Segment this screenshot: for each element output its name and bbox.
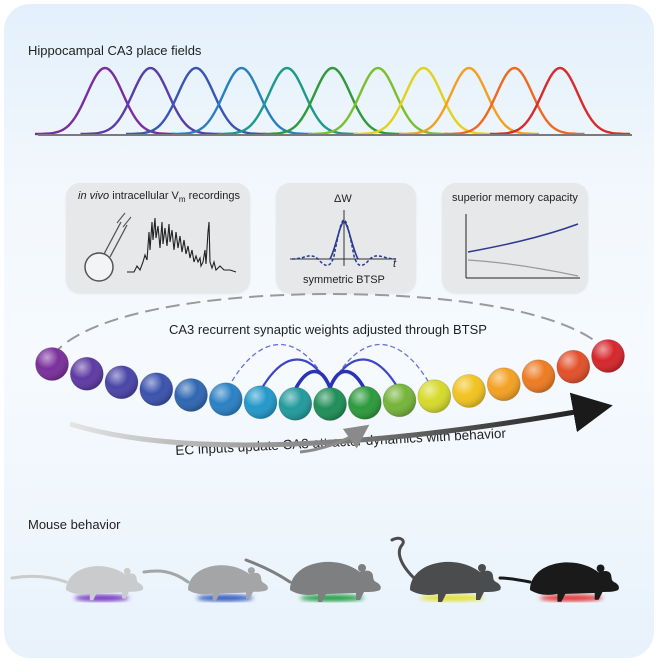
mouse-position-shadow (539, 594, 603, 602)
ca3-neuron-highlight (417, 379, 451, 413)
mouse-tail (244, 558, 292, 584)
place-field-curve (444, 66, 585, 136)
recurrent-weight-arcs (227, 343, 433, 389)
recordings-card-label: in vivo intracellular Vm recordings (78, 190, 240, 205)
ec-input-arrow (69, 392, 613, 448)
network-ring (51, 292, 611, 357)
btsp-card (276, 183, 416, 293)
mouse-position-shadow (420, 594, 484, 602)
mouse-tail (10, 574, 68, 584)
ca3-neuron-highlight (174, 378, 208, 412)
ca3-neuron-highlight (313, 387, 347, 421)
memory-card-label: superior memory capacity (452, 192, 578, 204)
mouse-tail (390, 536, 418, 582)
ca3-neuron-highlight (70, 357, 104, 391)
mouse-tail (498, 576, 532, 584)
ca3-neuron-highlight (591, 339, 625, 373)
membrane-trace-icon (127, 217, 237, 273)
ca3-neuron-highlight (209, 382, 243, 416)
mouse-tail (142, 569, 190, 584)
ca3-neuron-highlight (35, 347, 69, 381)
ca3-neuron-highlight (348, 386, 382, 420)
ca3-neuron-highlight (383, 383, 416, 417)
ca3-neuron-highlight (105, 365, 138, 399)
ca3-neuron-highlight (139, 372, 173, 406)
t-axis-label: t (393, 258, 397, 270)
mouse-behavior-title: Mouse behavior (28, 517, 121, 532)
ca3-neuron-highlight (522, 359, 555, 393)
ca3-neuron-highlight (278, 387, 312, 421)
place-fields-title: Hippocampal CA3 place fields (28, 43, 202, 58)
place-field-curve (489, 66, 631, 136)
ca3-neuron-highlight (487, 367, 521, 401)
ca3-neuron-highlight (244, 385, 277, 419)
ca3-neuron-highlight (556, 350, 590, 384)
ca3-neuron-highlight (452, 374, 486, 408)
pipette-neuron-icon (84, 212, 132, 282)
btsp-card-label: symmetric BTSP (303, 274, 385, 286)
weights-caption: CA3 recurrent synaptic weights adjusted … (169, 322, 487, 337)
delta-w-label: ΔW (334, 193, 352, 205)
figure-panel (4, 4, 654, 658)
mouse-position-shadow (74, 594, 129, 602)
memory-capacity-plot-icon (465, 214, 580, 279)
mouse-position-shadow (196, 594, 254, 602)
ec-input-arrow-short (299, 424, 370, 454)
mouse-position-shadow (300, 594, 364, 602)
btsp-kernel-icon (290, 210, 397, 267)
